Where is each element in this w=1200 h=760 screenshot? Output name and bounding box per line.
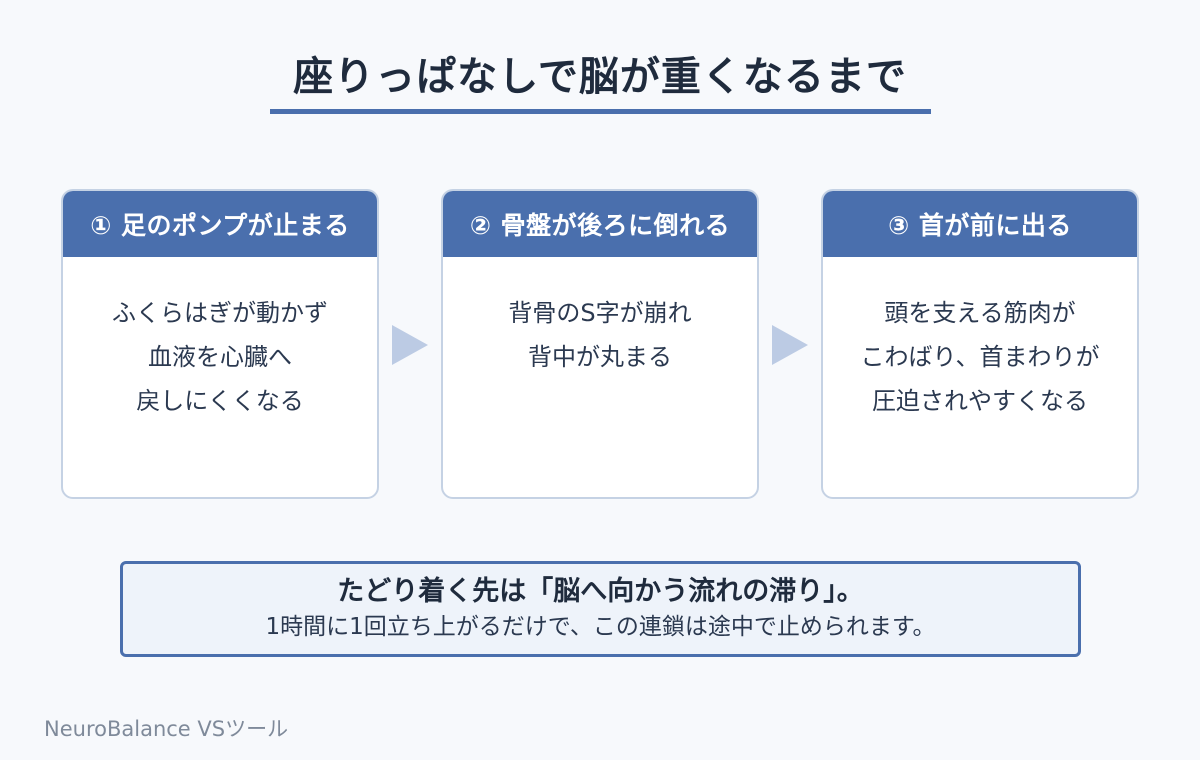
step-card-2-heading: ② 骨盤が後ろに倒れる — [443, 191, 757, 257]
summary-main-text: たどり着く先は「脳へ向かう流れの滞り」。 — [337, 576, 864, 607]
right-arrow-icon — [392, 325, 428, 365]
step-card-2-line-1: 背骨のS字が崩れ — [508, 299, 692, 327]
step-card-1: ① 足のポンプが止まる ふくらはぎが動かず 血液を心臓へ 戻しにくくなる — [61, 189, 379, 499]
step-card-2: ② 骨盤が後ろに倒れる 背骨のS字が崩れ 背中が丸まる — [441, 189, 759, 499]
step-card-3-heading: ③ 首が前に出る — [823, 191, 1137, 257]
step-card-2-body: 背骨のS字が崩れ 背中が丸まる — [443, 257, 757, 379]
page-title: 座りっぱなしで脳が重くなるまで — [293, 54, 907, 100]
right-arrow-icon — [772, 325, 808, 365]
title-underline — [270, 109, 931, 114]
step-card-1-line-1: ふくらはぎが動かず — [112, 299, 328, 327]
step-card-1-line-3: 戻しにくくなる — [136, 387, 304, 415]
footer-credit: NeuroBalance VSツール — [44, 717, 289, 741]
step-card-1-body: ふくらはぎが動かず 血液を心臓へ 戻しにくくなる — [63, 257, 377, 423]
step-card-3-line-1: 頭を支える筋肉が — [884, 299, 1076, 327]
step-card-3-body: 頭を支える筋肉が こわばり、首まわりが 圧迫されやすくなる — [823, 257, 1137, 423]
step-card-3-line-3: 圧迫されやすくなる — [872, 387, 1088, 415]
step-card-1-line-2: 血液を心臓へ — [148, 343, 292, 371]
step-card-1-heading: ① 足のポンプが止まる — [63, 191, 377, 257]
step-card-3: ③ 首が前に出る 頭を支える筋肉が こわばり、首まわりが 圧迫されやすくなる — [821, 189, 1139, 499]
summary-box: たどり着く先は「脳へ向かう流れの滞り」。 1時間に1回立ち上がるだけで、この連鎖… — [120, 561, 1081, 657]
step-card-2-line-2: 背中が丸まる — [528, 343, 672, 371]
summary-sub-text: 1時間に1回立ち上がるだけで、この連鎖は途中で止められます。 — [265, 614, 936, 640]
step-card-3-line-2: こわばり、首まわりが — [860, 343, 1100, 371]
